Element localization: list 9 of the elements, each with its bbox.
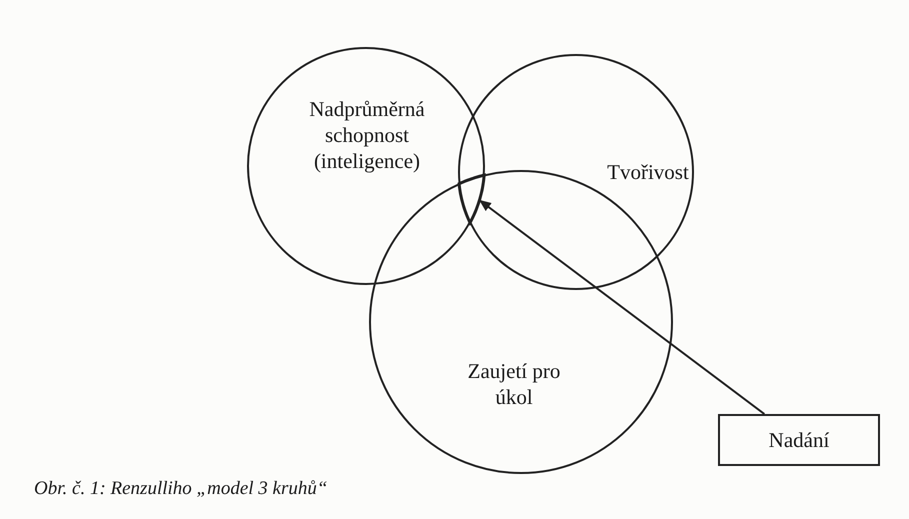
circle-label: Zaujetí pro úkol <box>466 358 562 410</box>
label-box: Nadání <box>718 414 880 466</box>
overlap-region <box>458 173 486 226</box>
leader-arrow <box>479 200 765 415</box>
circle-label: Nadprůměrná schopnost (inteligence) <box>308 96 426 174</box>
venn-circle <box>247 47 485 285</box>
venn-circle <box>458 54 694 290</box>
circle-label: Tvořivost <box>606 159 690 185</box>
figure-caption: Obr. č. 1: Renzulliho „model 3 kruhů“ <box>34 478 328 500</box>
